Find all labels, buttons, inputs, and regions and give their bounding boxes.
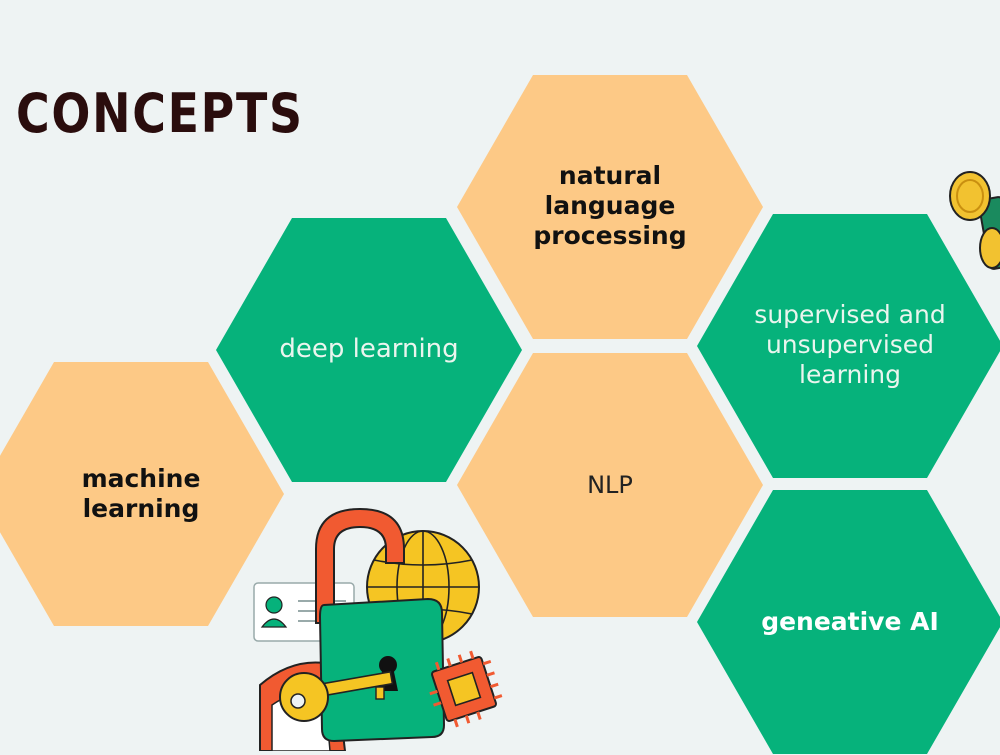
hex-natural-language-processing: natural language processing xyxy=(457,75,763,339)
hex-label: natural language processing xyxy=(533,161,687,250)
page-title: CONCEPTS xyxy=(16,82,304,145)
hex-label: NLP xyxy=(587,470,633,499)
hex-machine-learning: machine learning xyxy=(0,362,284,626)
hex-supervised-unsupervised: supervised and unsupervised learning xyxy=(697,214,1000,478)
hex-label: geneative AI xyxy=(761,607,939,636)
hex-deep-learning: deep learning xyxy=(216,218,522,482)
key-icon xyxy=(279,670,394,722)
padlock-illustration xyxy=(250,505,510,752)
hex-label: supervised and unsupervised learning xyxy=(754,300,946,389)
hex-nlp: NLP xyxy=(457,353,763,617)
hex-generative-ai: geneative AI xyxy=(697,490,1000,754)
coins-icon xyxy=(940,168,1000,288)
padlock-icon xyxy=(318,597,446,743)
hex-label: deep learning xyxy=(279,334,459,365)
hex-label: machine learning xyxy=(81,464,201,523)
chip-icon xyxy=(429,650,503,728)
